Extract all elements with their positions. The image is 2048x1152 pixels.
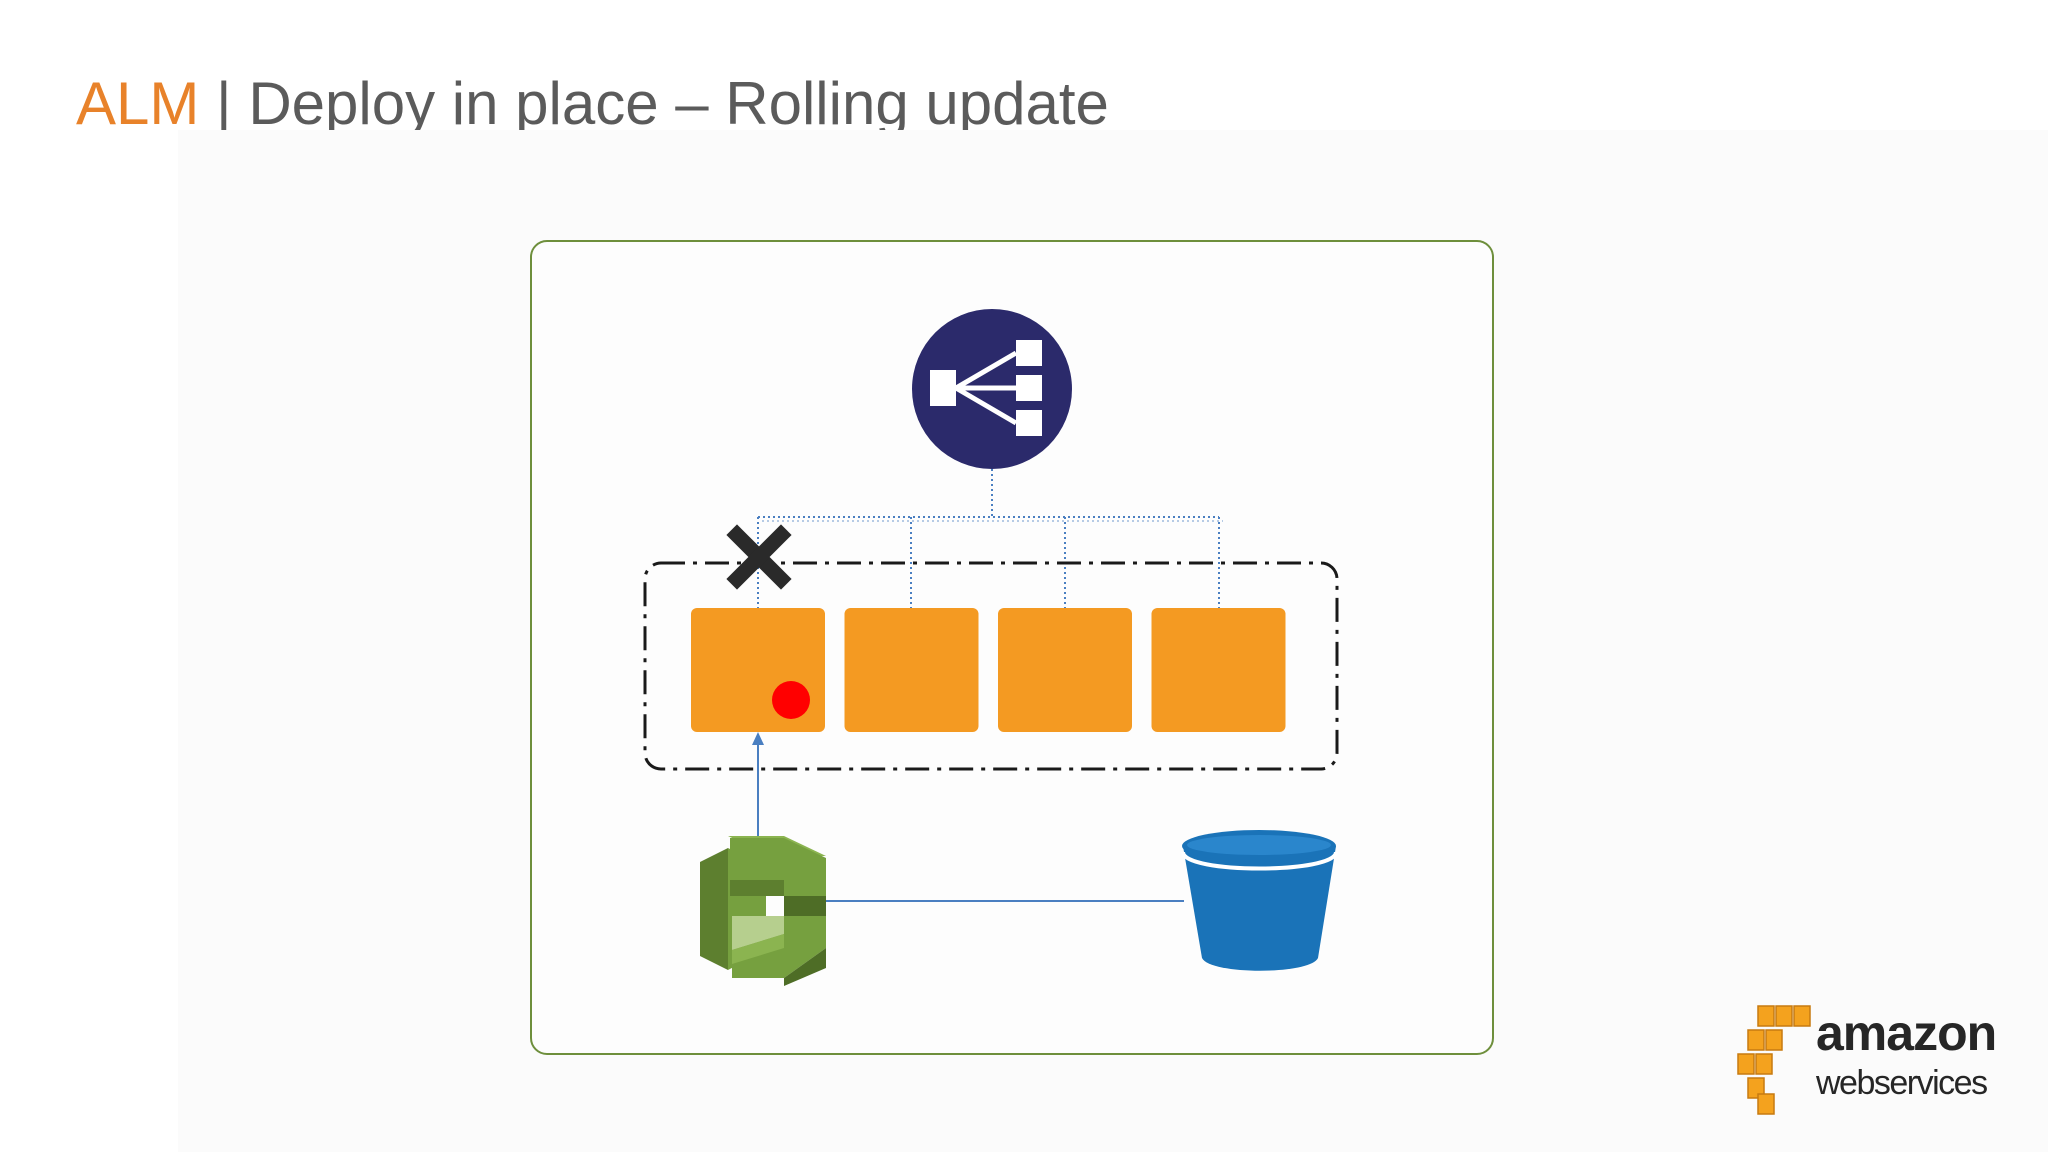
- title-text: Deploy in place – Rolling update: [248, 70, 1109, 137]
- error-dot: [772, 681, 810, 719]
- codedeploy-icon: [700, 836, 826, 986]
- aws-logo-webservices: webservices: [1816, 1064, 1988, 1102]
- aws-logo-amazon: amazon: [1816, 1005, 1997, 1061]
- instance-2: [844, 608, 979, 732]
- instance-1: [691, 608, 825, 732]
- slide-title: ALM | Deploy in place – Rolling update: [76, 62, 1109, 146]
- failed-x-icon: [726, 524, 792, 590]
- load-balancer-icon: [912, 309, 1072, 469]
- deploy-arrow: [752, 732, 764, 837]
- instance-3: [998, 608, 1132, 732]
- instance-4: [1151, 608, 1286, 732]
- auto-scaling-group-boundary: [643, 561, 1339, 771]
- aws-cubes-icon: [1737, 1005, 1811, 1115]
- title-accent: ALM: [76, 70, 200, 137]
- s3-bucket-icon: [1181, 830, 1338, 971]
- title-separator: |: [216, 70, 232, 137]
- aws-logo: amazon webservices: [1736, 1004, 2008, 1116]
